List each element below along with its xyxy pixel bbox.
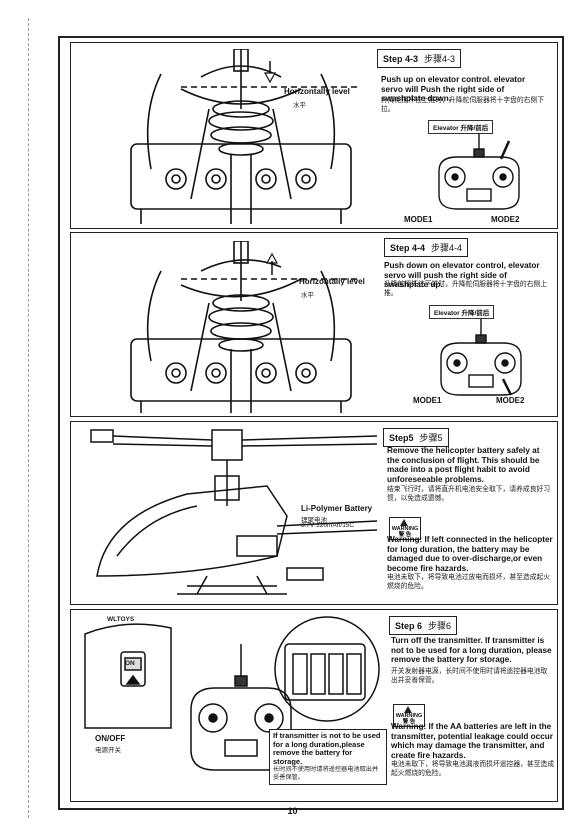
battery-label-cn: 锂聚电池: [301, 517, 327, 524]
horizontal-level-label: Horizontally level: [284, 87, 350, 96]
step-5-warning: Warning: If left connected in the helico…: [387, 535, 553, 573]
storage-note-box: If transmitter is not to be used for a l…: [269, 729, 387, 785]
onoff-label-cn: 电源开关: [95, 747, 121, 754]
page-number: 10: [287, 806, 298, 816]
step-6-instructions: Turn off the transmitter. If transmitter…: [391, 636, 552, 665]
transmitter-illustration: [440, 319, 522, 396]
step-5-warning-cn: 电池未取下，将导致电池过放电而损坏，甚至造成起火燃烧的危险。: [387, 574, 551, 590]
step-5-instructions: Remove the helicopter battery safely at …: [387, 446, 540, 484]
step-6-instructions-cn: 开关发射器电源，长时间不使用时请将遥控器电池取出并妥善保管。: [391, 668, 548, 684]
step-4-3-instructions: Push up on elevator control. elevator se…: [381, 75, 526, 104]
page-frame: [58, 36, 564, 810]
battery-compartment-illustration: [274, 616, 380, 722]
battery-label: Li-Polymer Battery: [301, 504, 373, 513]
battery-spec: 3.7V 120mAh/15C: [301, 522, 355, 529]
arrow-up-icon: [266, 253, 278, 275]
switch-on-label: ON: [125, 660, 135, 667]
horizontal-level-label: Horizontally level: [299, 277, 365, 286]
elevator-label: Elevator 升降/前后: [428, 120, 494, 134]
warning-triangle-icon: [400, 519, 408, 526]
step-5-panel: Li-Polymer Battery 锂聚电池 3.7V 120mAh/15C …: [70, 421, 558, 605]
mode1-label: MODE1: [404, 215, 433, 224]
transmitter-switch-illustration: [84, 623, 172, 729]
binding-margin-line: [28, 18, 29, 818]
horizontal-level-label-cn: 水平: [293, 102, 306, 109]
storage-note: If transmitter is not to be used for a l…: [273, 731, 381, 766]
step-6-panel: WLTOYS ON ON/OFF 电源开关 If transmitter is …: [70, 609, 558, 802]
step-4-4-instructions-cn: 升降舵摇杆往下推时，升降舵伺服器将十字盘的右侧上推。: [384, 281, 548, 297]
mode2-label: MODE2: [496, 396, 525, 405]
arrow-down-icon: [264, 61, 276, 83]
step-6-warning-cn: 电池未取下，将导致电池漏液而损坏遥控器，甚至造成起火燃烧的危险。: [391, 761, 555, 777]
step-4-4-instructions: Push down on elevator control, elevator …: [384, 261, 540, 290]
storage-note-cn: 长时间不使用时请将遥控器电池取出并妥善保管。: [273, 766, 379, 782]
warning-triangle-icon: [404, 706, 412, 713]
mode2-label: MODE2: [491, 215, 520, 224]
step-4-3-instructions-cn: 升降舵摇杆往上推时，升降舵伺服器将十字盘的右侧下拉。: [381, 97, 545, 113]
mode1-label: MODE1: [413, 396, 442, 405]
swashplate-illustration-down: [130, 49, 357, 224]
transmitter-illustration: [438, 133, 520, 210]
onoff-label: ON/OFF: [95, 734, 126, 743]
horizontal-level-label-cn: 水平: [301, 292, 314, 299]
step-5-instructions-cn: 结束飞行时，请将直升机电池安全取下，请养成良好习惯，以免造成遗憾。: [387, 486, 551, 502]
helicopter-illustration: [90, 429, 377, 595]
step-6-warning: Warning: If the AA batteries are left in…: [391, 722, 553, 760]
elevator-label: Elevator 升降/前后: [429, 305, 495, 319]
swashplate-illustration-up: [130, 241, 357, 413]
brand-label: WLTOYS: [107, 616, 135, 623]
